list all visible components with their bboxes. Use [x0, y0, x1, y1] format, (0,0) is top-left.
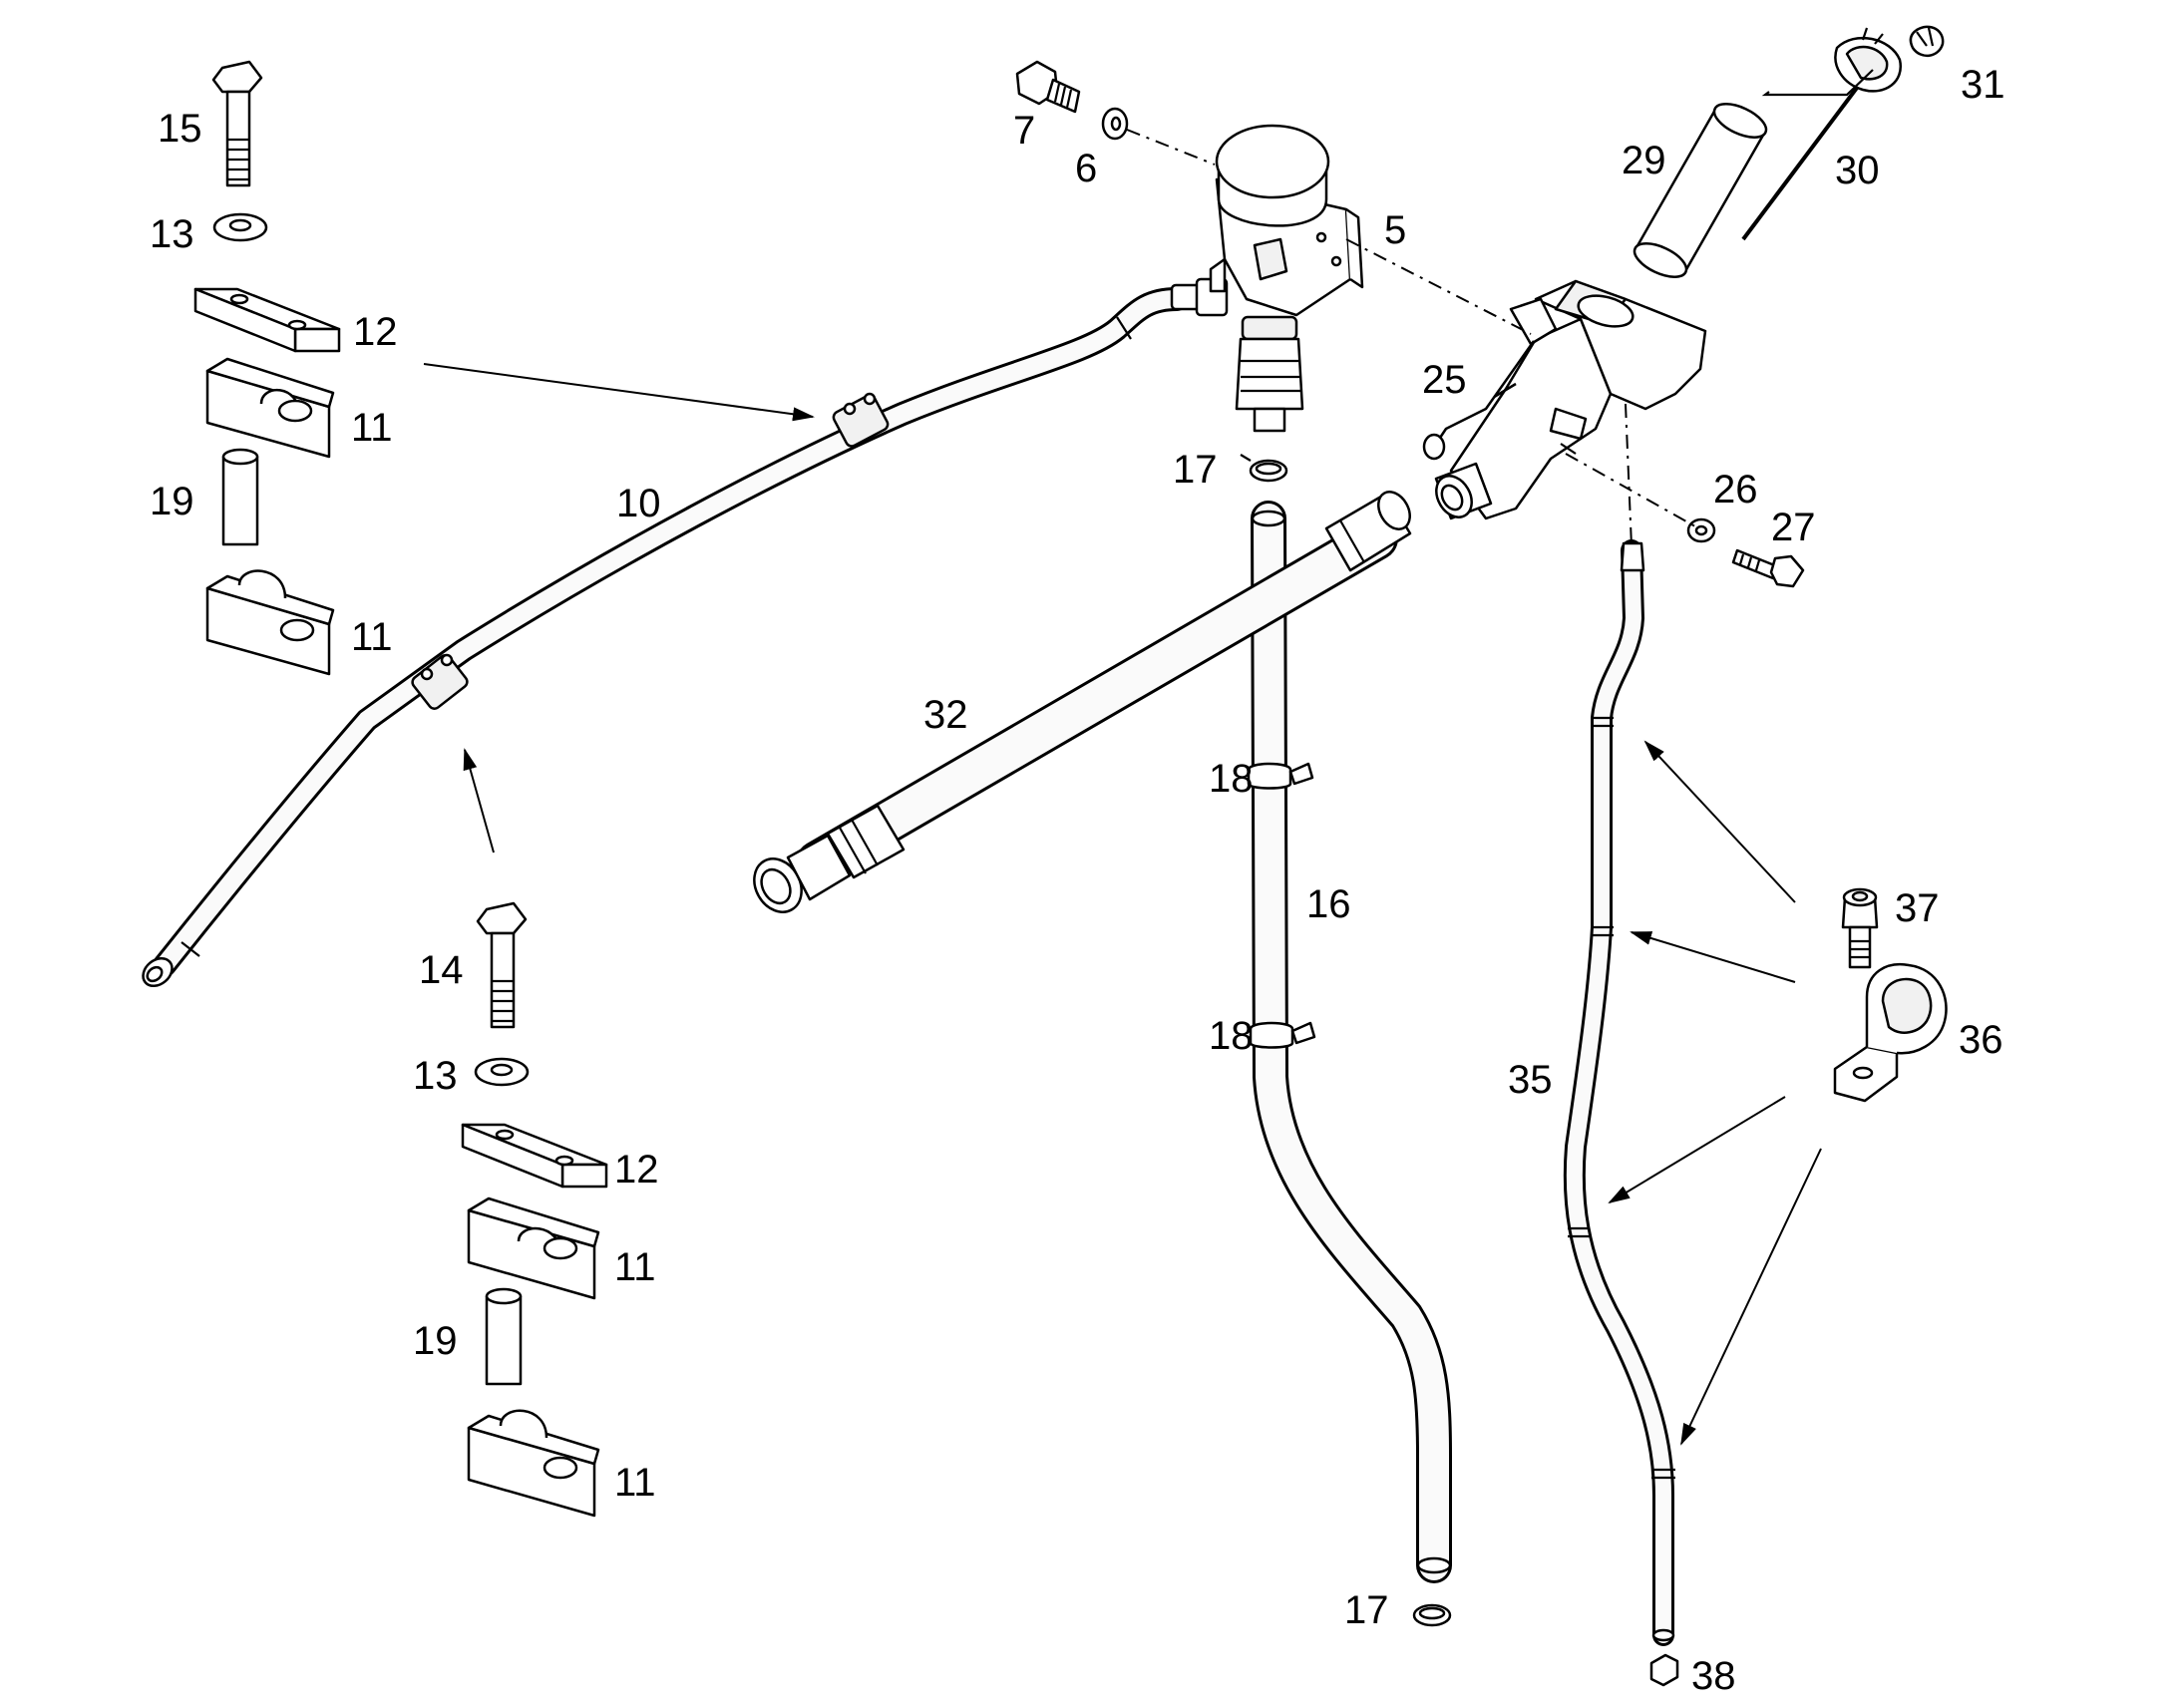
- clamp-block-11-c: [467, 1196, 600, 1300]
- callout-11-a: 11: [351, 406, 393, 450]
- callout-14: 14: [419, 948, 464, 992]
- spacer-19-bottom: [485, 1287, 523, 1386]
- hose-clamp-18-lower: [1249, 1021, 1316, 1049]
- callout-31: 31: [1961, 63, 2005, 107]
- spacer-19-top: [221, 448, 259, 546]
- washer-26: [1686, 517, 1716, 543]
- clamp-block-11-b: [205, 569, 335, 676]
- fitting-38: [1649, 1653, 1679, 1687]
- callout-11-d: 11: [614, 1461, 656, 1505]
- callout-35: 35: [1508, 1058, 1553, 1102]
- washer-6: [1101, 107, 1129, 141]
- hose-clip-17-bottom: [1412, 1603, 1452, 1627]
- callout-6: 6: [1075, 147, 1097, 190]
- callout-12-top: 12: [353, 310, 398, 354]
- callout-5: 5: [1384, 208, 1406, 252]
- callout-16: 16: [1306, 882, 1351, 926]
- hose-32: [753, 491, 1412, 913]
- bolt-27: [1731, 548, 1805, 588]
- plate-12-bottom: [461, 1123, 608, 1189]
- callout-17-top: 17: [1173, 448, 1218, 492]
- line-35: [1563, 539, 1675, 1646]
- callout-32: 32: [923, 693, 968, 737]
- bolt-15: [211, 60, 263, 187]
- hose-clamp-18-upper: [1247, 762, 1314, 790]
- callout-29: 29: [1622, 139, 1666, 182]
- washer-13-bottom: [474, 1057, 530, 1087]
- callout-25: 25: [1422, 358, 1467, 402]
- callout-37: 37: [1895, 886, 1940, 930]
- hose-16: [1251, 501, 1452, 1583]
- reservoir-5: [1209, 124, 1364, 433]
- callout-17-bottom: 17: [1344, 1588, 1389, 1632]
- filter-29: [1633, 103, 1768, 278]
- center-lines: [1126, 69, 1874, 547]
- bolt-14: [476, 901, 528, 1029]
- callout-13-bottom: 13: [413, 1054, 458, 1098]
- cap-31: [1834, 25, 1945, 93]
- callout-19-top: 19: [150, 480, 194, 523]
- hose-clamp-lower: [411, 653, 469, 710]
- callout-18-lower: 18: [1209, 1014, 1254, 1058]
- callout-12-bottom: 12: [614, 1148, 659, 1192]
- callout-18-upper: 18: [1209, 757, 1254, 801]
- filler-neck-25: [1422, 279, 1707, 520]
- callout-36: 36: [1959, 1018, 2003, 1062]
- plate-12-top: [193, 287, 341, 353]
- screw-37: [1841, 887, 1879, 969]
- callout-30: 30: [1835, 149, 1880, 192]
- hose-clamp-upper: [832, 392, 890, 448]
- callouts: 15 13 12 11 19 10 11 14 13 12 11 19 11 7…: [150, 63, 2005, 1698]
- callout-11-c: 11: [614, 1245, 656, 1289]
- callout-7: 7: [1013, 109, 1035, 153]
- callout-13-top: 13: [150, 212, 194, 256]
- callout-27: 27: [1771, 506, 1816, 549]
- callout-11-b: 11: [351, 615, 393, 659]
- clamp-block-11-d: [467, 1409, 600, 1518]
- clamp-block-11-a: [205, 357, 335, 459]
- bolt-7: [1015, 60, 1081, 114]
- washer-13-top: [212, 212, 268, 242]
- callout-26: 26: [1713, 468, 1758, 512]
- hose-clip-17-top: [1240, 454, 1288, 483]
- clip-36: [1833, 962, 1948, 1103]
- callout-19-bottom: 19: [413, 1319, 458, 1363]
- arrows: [423, 363, 1822, 1446]
- callout-15: 15: [158, 107, 202, 151]
- callout-38: 38: [1691, 1654, 1736, 1698]
- callout-10: 10: [616, 482, 661, 525]
